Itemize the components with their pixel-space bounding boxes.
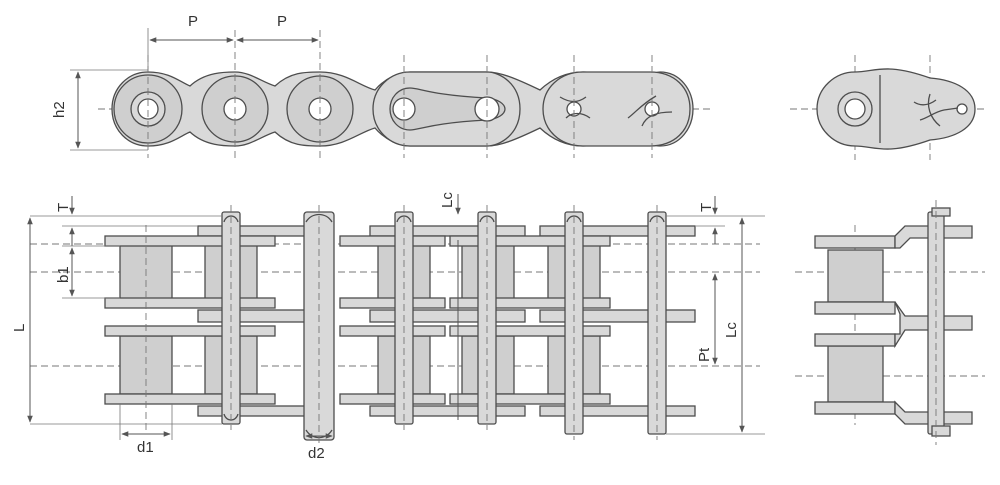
T-label-right: T <box>698 203 715 212</box>
Lc-top-dimension: Lc <box>439 192 461 420</box>
d2-dimension: d2 <box>305 433 333 462</box>
side-view-chain <box>98 30 712 158</box>
Lc-label-top: Lc <box>439 192 456 208</box>
thickness-dimension-left: T <box>30 196 222 246</box>
plan-view-chain <box>30 205 760 445</box>
thickness-dimension-right: T <box>666 196 765 244</box>
Pt-dimension: Pt <box>696 273 718 365</box>
end-plan-view <box>795 200 985 445</box>
L-label: L <box>11 324 28 332</box>
pitch-label-right: P <box>277 13 287 30</box>
pin-hole-4 <box>392 97 416 121</box>
T-label-left: T <box>55 203 72 212</box>
d2-label: d2 <box>308 445 325 462</box>
d1-dimension: d1 <box>119 404 173 456</box>
end-view-plate <box>790 55 985 160</box>
Pt-label: Pt <box>696 347 713 362</box>
h2-label: h2 <box>51 101 68 118</box>
pitch-label-left: P <box>188 13 198 30</box>
Lc-label-right: Lc <box>723 322 740 338</box>
d1-label: d1 <box>137 439 154 456</box>
b1-dimension: b1 <box>55 245 120 299</box>
Lc-right-dimension: Lc <box>666 217 765 435</box>
pitch-dimension: P P <box>147 13 319 72</box>
b1-label: b1 <box>55 266 72 283</box>
L-dimension: L <box>11 217 222 425</box>
h2-dimension: h2 <box>51 69 148 151</box>
